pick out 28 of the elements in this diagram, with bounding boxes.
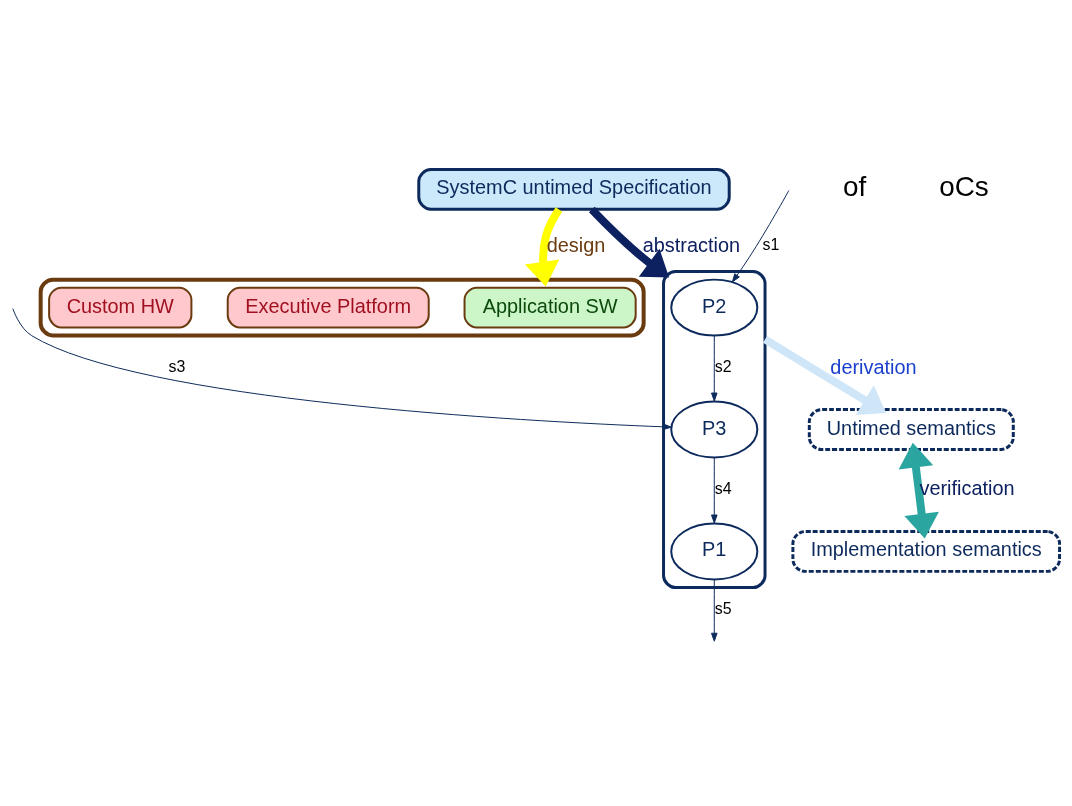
arrow	[12, 307, 672, 430]
node-box: SystemC untimed Specification	[417, 167, 731, 211]
arrow	[711, 456, 718, 523]
label: of	[842, 170, 867, 202]
node-ellipse: P3	[670, 400, 759, 458]
edge-label: s2	[714, 357, 732, 375]
edge-label: s1	[762, 235, 780, 253]
edge-label: s4	[714, 479, 732, 497]
node-box: Executive Platform	[226, 286, 430, 328]
arrow	[711, 579, 718, 642]
label: oCs	[939, 170, 989, 202]
edge-label: s3	[168, 357, 186, 375]
node-ellipse: P1	[670, 522, 759, 580]
arrow	[731, 189, 790, 282]
node-box: Implementation semantics	[791, 529, 1062, 573]
arrow	[898, 442, 939, 538]
edge-label: abstraction	[642, 233, 741, 256]
node-ellipse: P2	[670, 278, 759, 336]
arrow	[711, 334, 718, 401]
arrow	[524, 206, 563, 287]
node-box: Untimed semantics	[807, 407, 1015, 451]
edge-label: s5	[714, 599, 732, 617]
arrow	[762, 335, 886, 415]
node-box: Application SW	[463, 286, 637, 328]
edge-label: derivation	[830, 355, 917, 378]
node-box: Custom HW	[48, 286, 193, 328]
arrow	[588, 206, 670, 278]
cluster	[38, 277, 646, 337]
